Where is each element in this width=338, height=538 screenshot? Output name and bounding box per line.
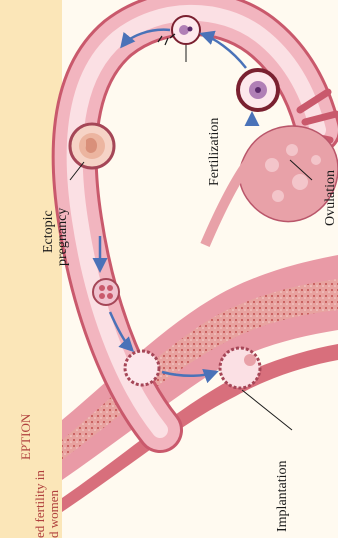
side-line-2: d women bbox=[46, 489, 61, 538]
ectopic-label-line1: Ectopic bbox=[41, 210, 56, 253]
side-line-1: ed fertility in bbox=[32, 470, 47, 538]
ectopic-label-line2: pregnancy bbox=[55, 208, 70, 266]
ovulated-egg bbox=[238, 70, 278, 110]
ovulation-label: Ovulation bbox=[323, 170, 338, 226]
fertilization-label: Fertilization bbox=[207, 118, 222, 186]
ovary bbox=[205, 126, 338, 245]
ectopic-embryo bbox=[70, 124, 114, 168]
early-blastocyst bbox=[125, 351, 159, 385]
side-panel-heading: EPTION bbox=[18, 413, 33, 460]
implantation-leader bbox=[242, 390, 292, 430]
implanting-blastocyst bbox=[220, 348, 260, 388]
morula bbox=[93, 279, 119, 305]
implantation-label: Implantation bbox=[275, 460, 290, 532]
